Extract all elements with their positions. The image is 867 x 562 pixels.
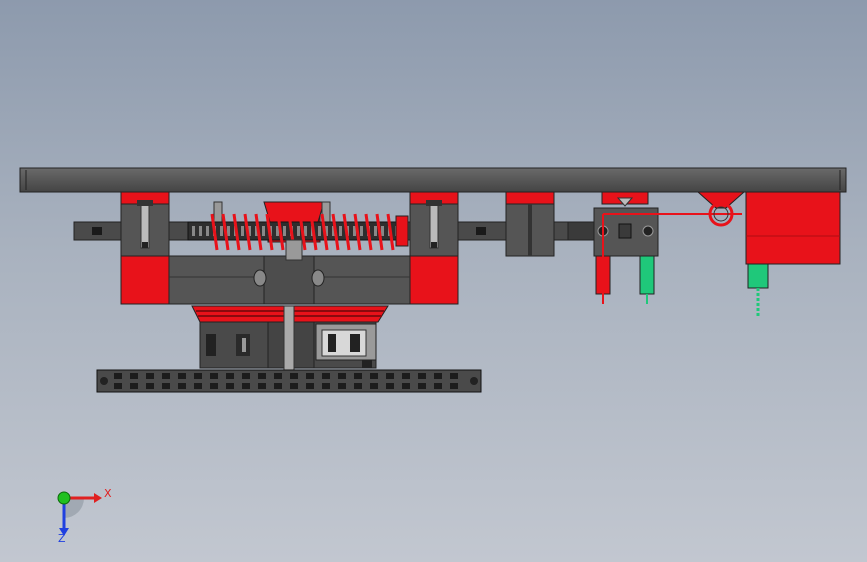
center-housing [168, 255, 411, 305]
sensor-bracket [593, 191, 742, 304]
coordinate-triad-icon: X Z [57, 487, 112, 545]
right-bearing-block [409, 191, 459, 305]
bottom-track [96, 369, 482, 393]
track-slots [114, 373, 458, 389]
x-axis-label: X [104, 487, 112, 500]
spring-coils [210, 213, 395, 251]
motor-unit [696, 191, 841, 316]
z-axis-label: Z [58, 532, 66, 545]
left-bearing-block [120, 191, 170, 305]
base-block [199, 305, 377, 377]
worm-gear [187, 201, 409, 261]
middle-support-block [505, 191, 555, 257]
top-plate [19, 167, 847, 193]
